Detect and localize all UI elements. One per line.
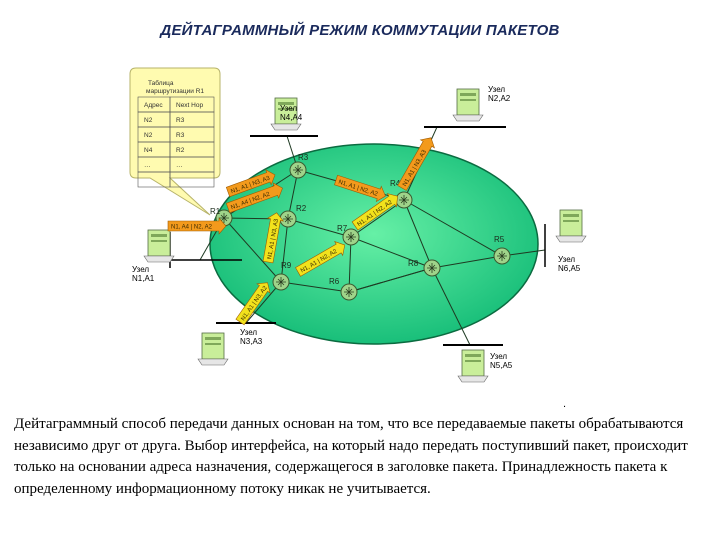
router-r2: R2 <box>279 204 307 228</box>
router-r6: R6 <box>329 277 358 301</box>
access-link <box>431 267 471 346</box>
hosts-layer: УзелN4,A4УзелN2,A2УзелN1,A1УзелN3,A3Узел… <box>132 85 587 383</box>
access-link <box>245 281 282 324</box>
link-R7-R6 <box>348 236 352 293</box>
packet-label: N1, A4 | N2, A2 <box>171 225 213 231</box>
packet-p1: N1, A4 | N2, A2 <box>167 217 227 235</box>
link-R2-R7 <box>287 218 352 238</box>
routing-table-cell: N2 <box>144 117 153 124</box>
link-R7-R8 <box>350 236 433 269</box>
link-R2-R9 <box>280 218 289 283</box>
host-label: Узел <box>132 265 149 274</box>
host-address: N5,A5 <box>490 361 513 370</box>
link-R1-R9 <box>223 217 282 283</box>
routing-table-cell: … <box>176 162 183 169</box>
routing-table-cell: R3 <box>176 117 185 124</box>
routing-table-header: Next Hop <box>176 102 203 109</box>
router-label: R1 <box>210 207 221 216</box>
link-R8-R5 <box>431 255 503 269</box>
host-label: Узел <box>488 85 505 94</box>
host-label: Узел <box>280 104 297 113</box>
description-text: Дейтаграммный способ передачи данных осн… <box>14 416 688 497</box>
host-label: Узел <box>240 328 257 337</box>
network-cloud <box>209 143 539 345</box>
routing-table-cell: R3 <box>176 132 185 139</box>
router-label: R3 <box>298 153 309 162</box>
router-label: R6 <box>329 277 340 286</box>
link-R4-R5 <box>403 199 503 257</box>
router-r9: R9 <box>272 261 292 291</box>
routing-table-caption-2: маршрутизации R1 <box>146 88 204 95</box>
router-label: R2 <box>296 204 307 213</box>
router-r3: R3 <box>289 153 309 179</box>
routing-table-cell: R2 <box>176 147 185 154</box>
routing-table-cell: N4 <box>144 147 153 154</box>
router-label: R5 <box>494 235 505 244</box>
router-label: R7 <box>337 224 348 233</box>
host-address: N2,A2 <box>488 94 511 103</box>
host-address: N6,A5 <box>558 264 581 273</box>
router-r8: R8 <box>408 259 441 277</box>
link-R7-R4 <box>350 199 405 238</box>
host-address: N3,A3 <box>240 337 263 346</box>
page-title: ДЕЙТАГРАММНЫЙ РЕЖИМ КОММУТАЦИИ ПАКЕТОВ <box>160 22 560 39</box>
routing-table-caption-1: Таблица <box>148 79 174 87</box>
router-r5: R5 <box>493 235 511 265</box>
routing-table-header: Адрес <box>144 102 163 109</box>
host-address: N4,A4 <box>280 113 303 122</box>
router-label: R9 <box>281 261 292 270</box>
routing-table-cell: N2 <box>144 132 153 139</box>
router-label: R4 <box>390 179 401 188</box>
link-R9-R6 <box>280 281 350 293</box>
routing-table-cell: … <box>144 162 151 169</box>
routing-table-callout: Таблица маршрутизации R1 Адрес Next HopN2… <box>129 67 221 216</box>
host-label: Узел <box>558 255 575 264</box>
router-r7: R7 <box>337 224 360 246</box>
host-address: N1,A1 <box>132 274 155 283</box>
host-label: Узел <box>490 352 507 361</box>
link-R8-R6 <box>348 267 433 293</box>
stray-dot: . <box>563 398 567 410</box>
router-label: R8 <box>408 259 419 268</box>
link-R4-R8 <box>403 199 433 269</box>
